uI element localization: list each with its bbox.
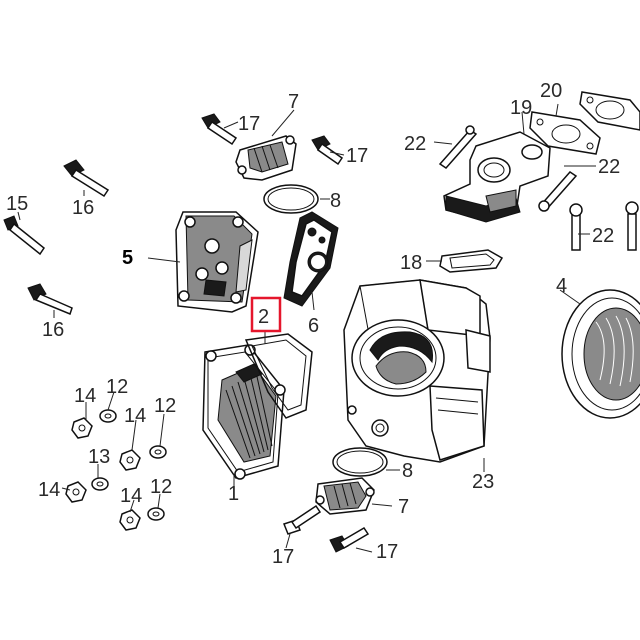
callout-16: 16 xyxy=(72,197,94,219)
bolt-17-bottom-left[interactable] xyxy=(283,504,322,535)
callout-7: 7 xyxy=(288,91,299,113)
callout-17: 17 xyxy=(272,546,294,568)
callout-12: 12 xyxy=(154,395,176,417)
callout-4: 4 xyxy=(556,275,567,297)
bolt-22-vertical-left[interactable] xyxy=(569,203,583,251)
callout-17: 17 xyxy=(346,145,368,167)
callout-17: 17 xyxy=(376,541,398,563)
bolt-17-bottom-right[interactable] xyxy=(329,526,370,553)
part-1-cover-block[interactable] xyxy=(202,344,286,480)
nut-14-c[interactable] xyxy=(65,481,87,503)
callout-16: 16 xyxy=(42,319,64,341)
nut-14-b[interactable] xyxy=(119,449,141,471)
callout-19: 19 xyxy=(510,97,532,119)
callout-17: 17 xyxy=(238,113,260,135)
nut-14-d[interactable] xyxy=(119,509,141,531)
bolt-22-right[interactable] xyxy=(538,171,578,212)
callout-13: 13 xyxy=(88,446,110,468)
washer-12-c[interactable] xyxy=(147,507,165,521)
bolt-22-vertical-right[interactable] xyxy=(625,201,639,251)
part-19-manifold[interactable] xyxy=(443,131,551,223)
callout-15: 15 xyxy=(6,193,28,215)
callout-14: 14 xyxy=(74,385,96,407)
callout-1: 1 xyxy=(228,483,239,505)
bolt-16-top[interactable] xyxy=(63,159,110,198)
callout-23: 23 xyxy=(472,471,494,493)
part-6-gasket[interactable] xyxy=(283,211,339,307)
part-5-plate[interactable] xyxy=(175,211,259,313)
callout-22: 22 xyxy=(598,156,620,178)
part-20-flange-plate xyxy=(579,91,640,131)
part-4-flange-pipe[interactable] xyxy=(561,289,640,419)
callout-6: 6 xyxy=(308,315,319,337)
washer-13[interactable] xyxy=(91,477,109,491)
bolt-17-top-left[interactable] xyxy=(201,113,238,146)
callout-22: 22 xyxy=(592,225,614,247)
callout-labels: 17 7 17 8 16 15 16 5 6 2 1 18 4 23 8 7 1… xyxy=(6,80,620,568)
part-20-flange-gasket[interactable] xyxy=(529,111,601,155)
leader-lines xyxy=(17,103,596,553)
gasket-part-1 xyxy=(244,333,313,419)
callout-7: 7 xyxy=(398,496,409,518)
callout-20: 20 xyxy=(540,80,562,102)
callout-22: 22 xyxy=(404,133,426,155)
part-18-gasket[interactable] xyxy=(439,249,504,273)
part-23-main-housing[interactable] xyxy=(343,279,491,463)
callout-2: 2 xyxy=(258,306,269,328)
bolt-15[interactable] xyxy=(3,215,46,256)
part-8-oring-bottom[interactable] xyxy=(332,447,388,477)
bolt-17-top-right[interactable] xyxy=(311,135,344,166)
part-7-top-cover[interactable] xyxy=(235,135,297,181)
callout-14: 14 xyxy=(124,405,146,427)
callout-18: 18 xyxy=(400,252,422,274)
callout-12: 12 xyxy=(106,376,128,398)
bolt-22-upper[interactable] xyxy=(438,125,478,169)
callout-12: 12 xyxy=(150,476,172,498)
callout-14: 14 xyxy=(38,479,60,501)
callout-8: 8 xyxy=(330,190,341,212)
part-8-oring-top[interactable] xyxy=(263,184,319,214)
part-7-bottom-cover[interactable] xyxy=(315,477,375,515)
nut-14-a[interactable] xyxy=(71,417,93,439)
washer-12-a[interactable] xyxy=(99,409,117,423)
callout-8: 8 xyxy=(402,460,413,482)
callout-5: 5 xyxy=(122,247,133,269)
washer-12-b[interactable] xyxy=(149,445,167,459)
callout-14: 14 xyxy=(120,485,142,507)
bolt-16-bottom[interactable] xyxy=(27,283,73,315)
highlight-box-part-2 xyxy=(250,296,282,333)
